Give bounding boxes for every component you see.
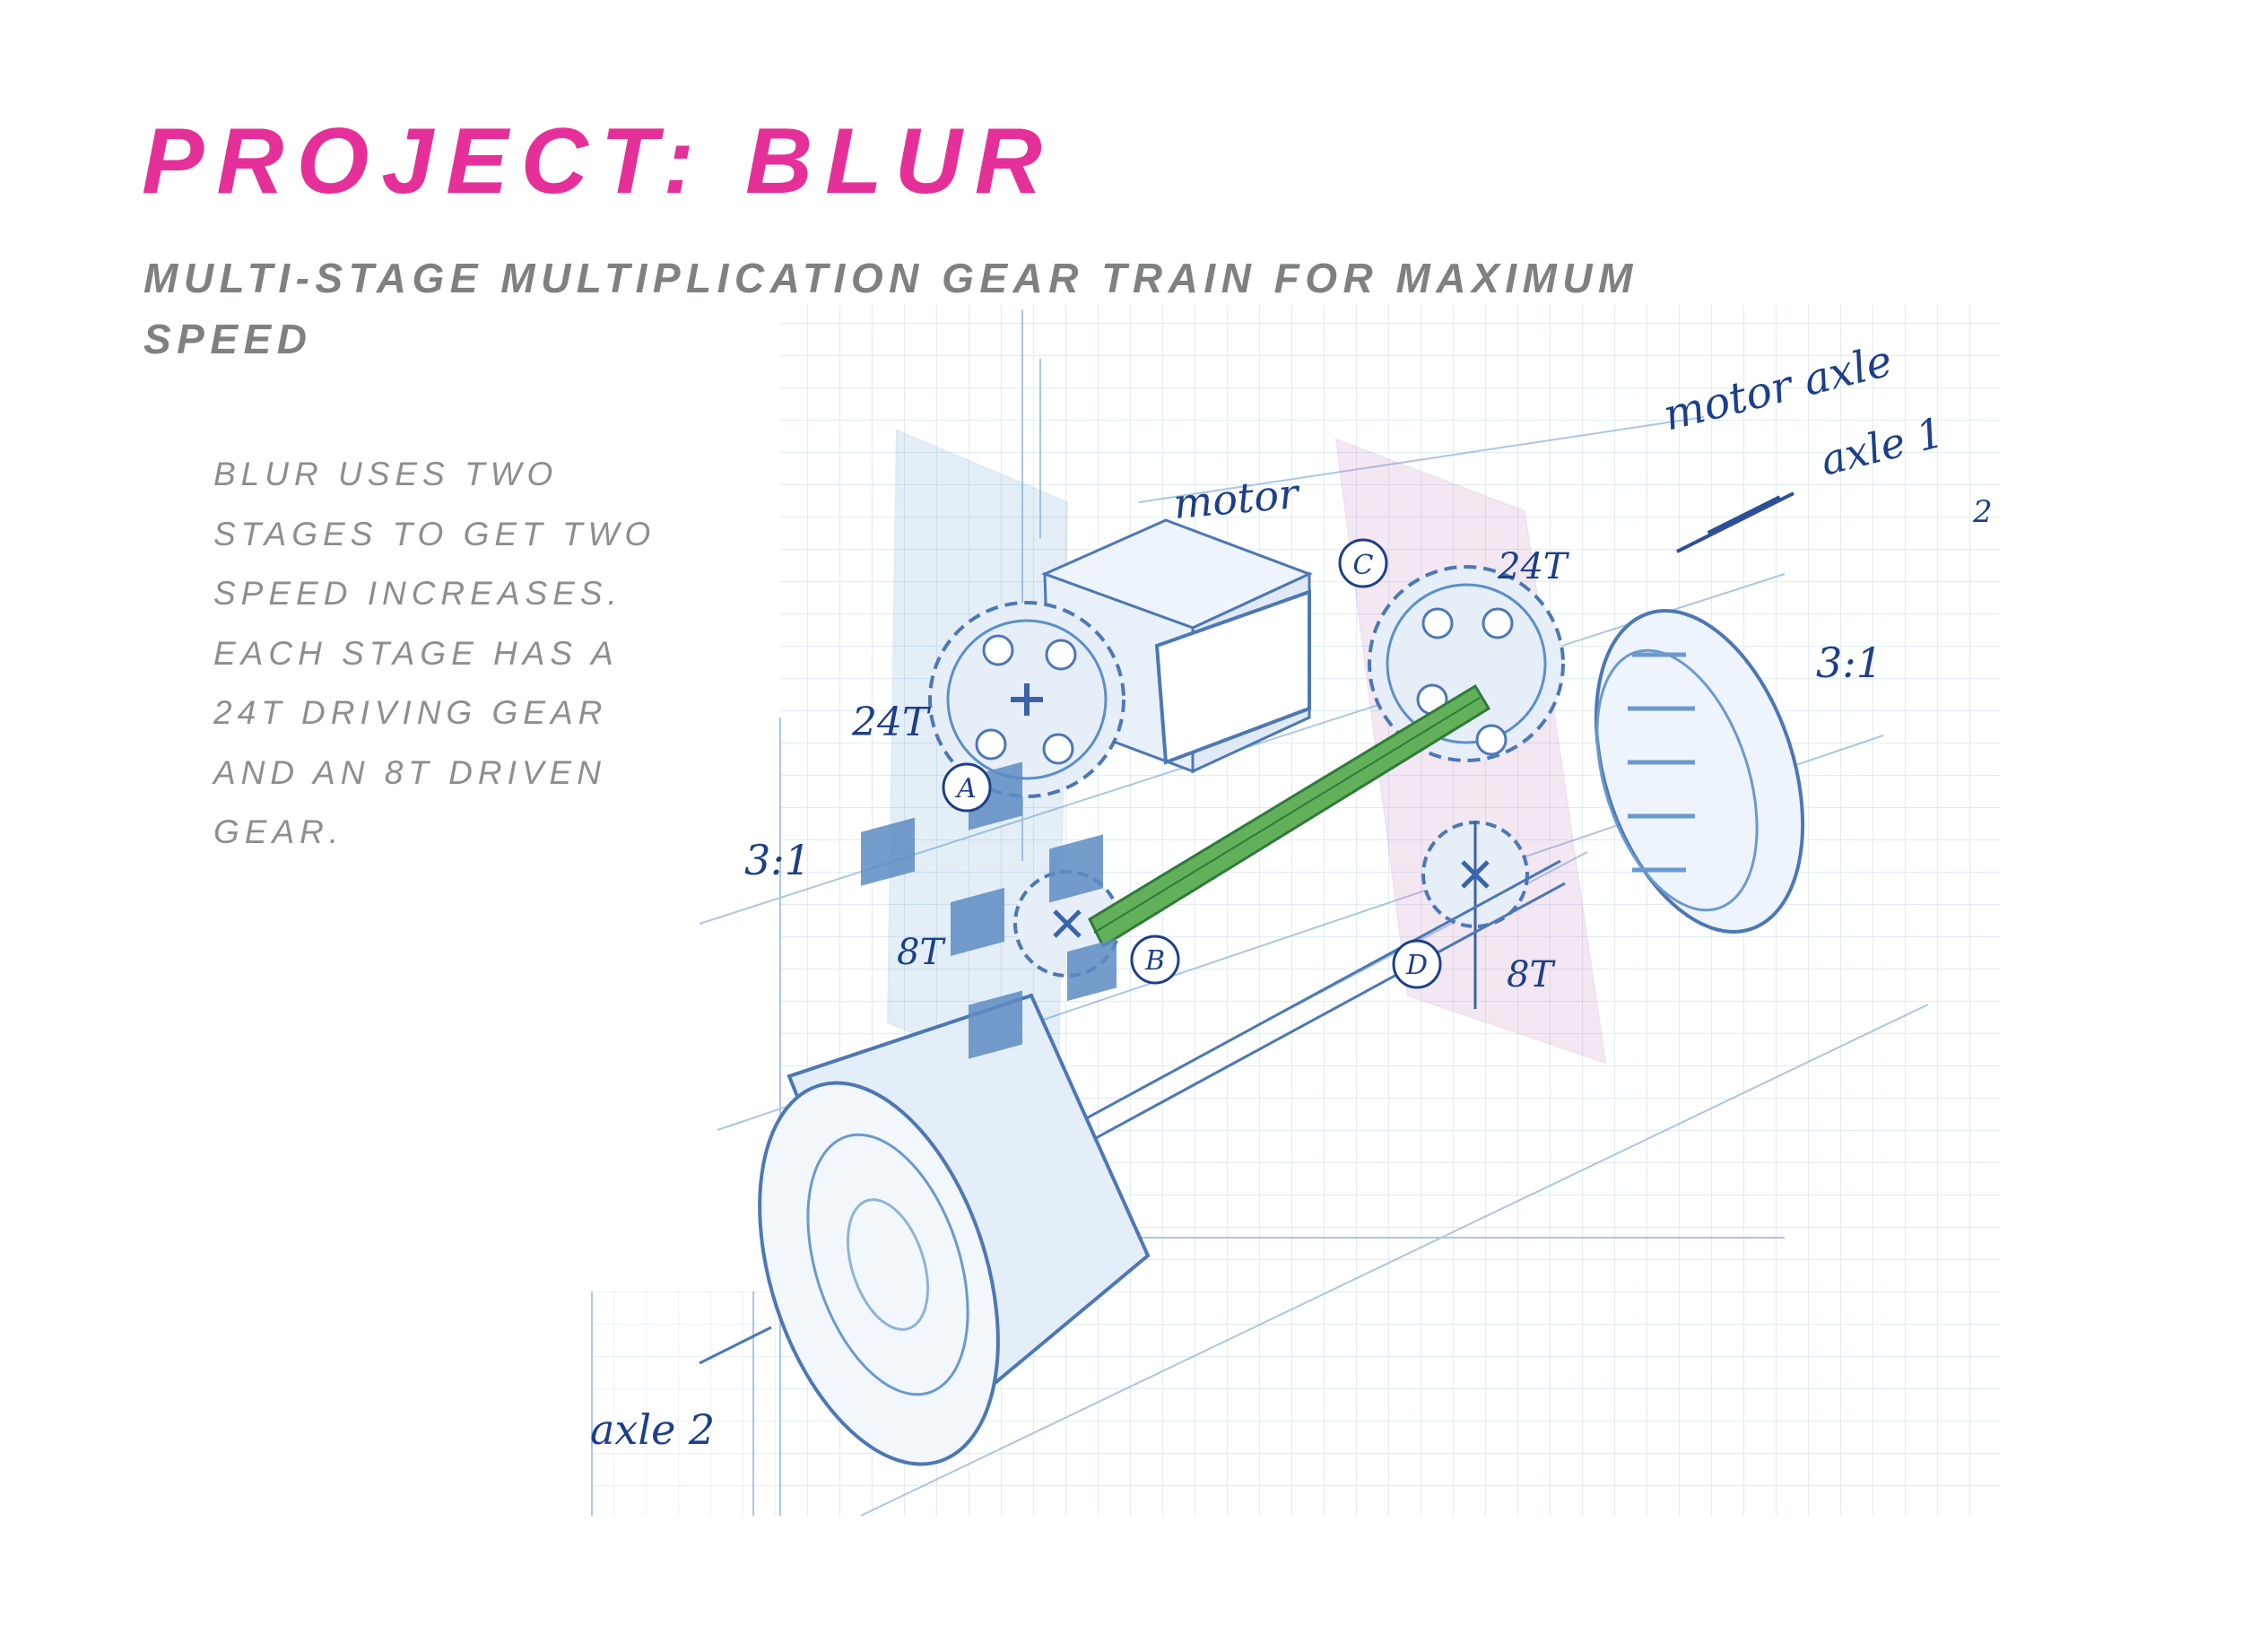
page-subtitle: MULTI-STAGE MULTIPLICATION GEAR TRAIN FO… bbox=[143, 255, 1638, 362]
motor-axle-line bbox=[1676, 491, 1794, 553]
label-gear-d-letter: D bbox=[1405, 950, 1428, 981]
description-line: 24T DRIVING GEAR bbox=[213, 694, 608, 731]
gear-d bbox=[1421, 821, 1529, 1009]
label-gear-b-teeth: 8T bbox=[897, 932, 946, 973]
description-line: STAGES TO GET TWO bbox=[213, 515, 656, 552]
wheel-right bbox=[1594, 609, 1805, 934]
gear-c bbox=[1368, 565, 1565, 762]
description-text: BLUR USES TWO STAGES TO GET TWO SPEED IN… bbox=[213, 445, 716, 863]
label-gear-a-letter: A bbox=[954, 773, 977, 804]
label-two: 2 bbox=[1972, 494, 1993, 530]
description-line: EACH STAGE HAS A bbox=[213, 634, 619, 672]
label-motor: motor bbox=[1171, 469, 1303, 528]
label-gear-c-letter: C bbox=[1353, 550, 1374, 581]
page-title: PROJECT: BLUR bbox=[142, 109, 1055, 213]
gear-letter-circles bbox=[942, 538, 1442, 989]
description-line: SPEED INCREASES. bbox=[213, 575, 622, 612]
graph-paper-lower bbox=[592, 1291, 789, 1516]
description-line: GEAR. bbox=[213, 813, 344, 850]
label-gear-a-teeth: 24T bbox=[851, 700, 932, 745]
label-gear-d-teeth: 8T bbox=[1507, 954, 1556, 996]
label-ratio-left: 3:1 bbox=[744, 836, 811, 884]
wheel-left bbox=[758, 761, 1151, 1466]
label-ratio-right: 3:1 bbox=[1816, 639, 1882, 687]
axle-1-green bbox=[1088, 683, 1491, 949]
label-gear-b-letter: B bbox=[1144, 945, 1165, 977]
description-line: AND AN 8T DRIVEN bbox=[213, 753, 606, 791]
label-axle-2: axle 2 bbox=[590, 1405, 715, 1454]
gear-a bbox=[928, 601, 1125, 798]
description-line: BLUR USES TWO bbox=[213, 456, 559, 492]
label-gear-c-teeth: 24T bbox=[1497, 546, 1570, 587]
